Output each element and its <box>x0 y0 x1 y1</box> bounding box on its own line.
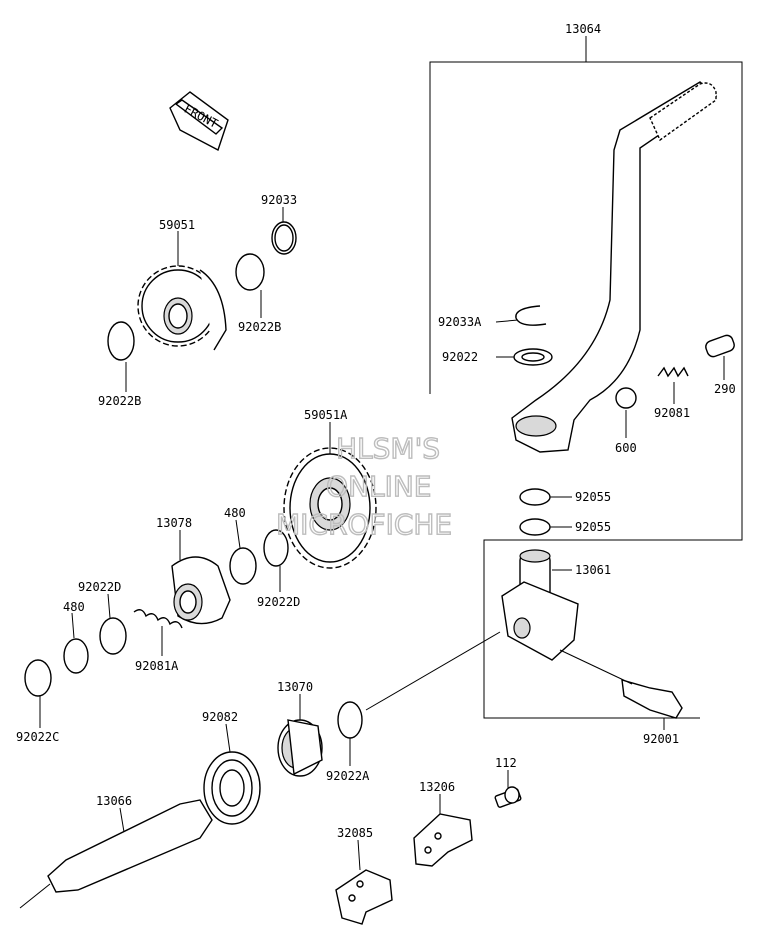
part-label-92022D-left: 92022D <box>78 580 121 594</box>
part-label-32085: 32085 <box>337 826 373 840</box>
part-label-13066: 13066 <box>96 794 132 808</box>
part-label-92055-b: 92055 <box>575 520 611 534</box>
washer-92022B-top <box>235 253 265 291</box>
bolt-92001 <box>621 679 683 719</box>
spring-92081A <box>133 609 183 629</box>
part-label-92022D-right: 92022D <box>257 595 300 609</box>
part-label-92022A: 92022A <box>326 769 370 783</box>
watermark-line-3: MICROFICHE <box>276 508 452 541</box>
part-label-480-left: 480 <box>63 600 85 614</box>
spring-92082 <box>203 751 261 825</box>
washer-92022D-right <box>263 529 289 567</box>
part-label-290: 290 <box>714 382 736 396</box>
part-label-92082: 92082 <box>202 710 238 724</box>
bolt-112 <box>494 786 522 808</box>
gear-59051A <box>283 447 377 569</box>
part-label-92022B-left: 92022B <box>98 394 141 408</box>
snap-ring-480-left <box>63 638 89 674</box>
part-label-92081A: 92081A <box>135 659 179 673</box>
part-label-92022: 92022 <box>442 350 478 364</box>
part-label-92055-a: 92055 <box>575 490 611 504</box>
guide-13070 <box>277 719 323 777</box>
part-labels: 13064 92033 59051 92022B 92022B 92033A 9… <box>16 22 736 840</box>
watermark: HLSM'S ONLINE MICROFICHE <box>275 431 453 541</box>
part-label-92022B-top: 92022B <box>238 320 281 334</box>
clip-92033A <box>515 305 547 326</box>
washer-92022C <box>24 659 52 697</box>
bracket-13206 <box>413 813 473 867</box>
o-ring-92055-a <box>519 488 551 506</box>
ball-600 <box>615 387 637 409</box>
washer-92022B-left <box>107 321 135 361</box>
gear-59051 <box>137 265 227 351</box>
kick-pedal-13064 <box>511 81 718 453</box>
clamp-13061 <box>501 549 579 661</box>
spring-92081 <box>657 366 689 378</box>
snap-ring-480-top <box>229 547 257 585</box>
part-label-480-top: 480 <box>224 506 246 520</box>
spring-290 <box>705 334 735 358</box>
washer-92022A <box>337 701 363 739</box>
o-ring-92055-b <box>519 518 551 536</box>
part-label-600: 600 <box>615 441 637 455</box>
washer-92022D-left <box>99 617 127 655</box>
bracket-32085 <box>335 869 393 925</box>
part-label-92022C: 92022C <box>16 730 59 744</box>
front-arrow-icon: FRONT <box>169 91 229 152</box>
watermark-line-1: HLSM'S <box>336 432 440 465</box>
part-label-13070: 13070 <box>277 680 313 694</box>
part-label-92001: 92001 <box>643 732 679 746</box>
part-label-13064: 13064 <box>565 22 601 36</box>
part-label-59051A: 59051A <box>304 408 348 422</box>
part-label-112: 112 <box>495 756 517 770</box>
watermark-line-2: ONLINE <box>326 470 431 503</box>
part-label-13078: 13078 <box>156 516 192 530</box>
part-label-59051: 59051 <box>159 218 195 232</box>
leader-lines <box>39 36 725 871</box>
part-label-13206: 13206 <box>419 780 455 794</box>
part-label-92033: 92033 <box>261 193 297 207</box>
shaft-13066 <box>19 799 213 909</box>
ratchet-13078 <box>171 556 231 625</box>
part-label-13061: 13061 <box>575 563 611 577</box>
part-label-92033A: 92033A <box>438 315 482 329</box>
part-label-92081: 92081 <box>654 406 690 420</box>
